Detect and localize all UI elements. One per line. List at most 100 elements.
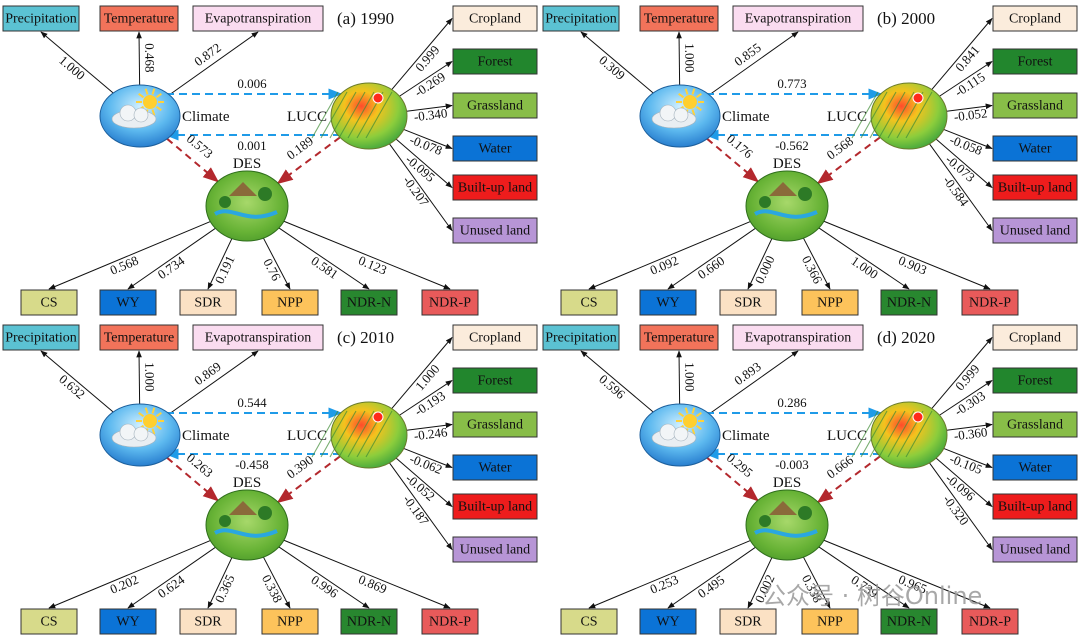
lucc-label: LUCC <box>287 428 327 444</box>
service-ndr-p-box <box>961 289 1019 316</box>
land-type-unused-land-label: Unused land <box>1000 224 1070 239</box>
service-sdr-box <box>179 289 237 316</box>
coef-des-cs: 0.092 <box>648 253 681 278</box>
climate-factor-precipitation-box <box>542 5 620 32</box>
arrow-des-sdr <box>207 557 233 609</box>
coef-lucc-grassland: -0.340 <box>413 105 448 124</box>
arrow-des-npp <box>802 556 831 609</box>
land-use-map-icon <box>311 91 393 139</box>
panel-title: (d) 2020 <box>877 328 935 347</box>
arrow-des-cs <box>48 221 211 290</box>
service-cs-box <box>20 608 78 635</box>
des-node <box>745 170 829 242</box>
arrow-lucc-forest <box>939 380 993 416</box>
service-ndr-n-box <box>880 289 938 316</box>
coef-climate-lucc-bottom: -0.003 <box>775 457 809 472</box>
arrow-lucc-unused-land <box>929 462 993 551</box>
service-cs-label: CS <box>580 296 597 311</box>
climate-label: Climate <box>182 109 230 125</box>
arrow-lucc-water <box>403 128 453 149</box>
land-type-cropland-label: Cropland <box>1009 331 1061 346</box>
climate-factor-precipitation-box <box>2 5 80 32</box>
service-wy-label: WY <box>656 615 679 630</box>
coef-des-npp: 0.76 <box>260 256 284 284</box>
sun-cloud-icon <box>111 407 164 448</box>
climate-factor-temperature-label: Temperature <box>104 12 175 27</box>
coef-des-wy: 0.495 <box>695 572 728 601</box>
climate-factor-precipitation-box <box>2 324 80 351</box>
service-sdr-label: SDR <box>734 296 762 311</box>
land-type-built-up-land-label: Built-up land <box>458 500 532 515</box>
land-use-map-icon <box>851 91 933 139</box>
coef-des-sdr: 0.191 <box>212 253 238 286</box>
land-use-map-icon <box>851 410 933 458</box>
land-type-water-box <box>992 454 1078 481</box>
arrow-des-ndr-n <box>818 546 910 609</box>
arrow-climate-evapotranspiration <box>169 31 259 96</box>
service-npp-label: NPP <box>817 296 843 311</box>
arrow-lucc-built-up-land <box>395 138 453 188</box>
arrow-lucc-water <box>943 447 993 468</box>
landscape-icon <box>754 501 818 538</box>
lucc-label: LUCC <box>827 109 867 125</box>
landscape-icon <box>754 182 818 219</box>
dashed-lucc-des <box>816 455 881 504</box>
land-type-unused-land-box <box>452 536 538 563</box>
land-type-unused-land-box <box>452 217 538 244</box>
watermark: 公众号 · 树谷Online <box>762 582 982 610</box>
land-type-unused-land-label: Unused land <box>460 224 530 239</box>
arrow-climate-temperature <box>676 350 682 405</box>
des-label: DES <box>773 475 801 491</box>
service-ndr-p-label: NDR-P <box>429 615 471 630</box>
land-type-grassland-box <box>992 411 1078 438</box>
coef-climate-lucc-top: 0.773 <box>777 76 806 91</box>
service-ndr-n-box <box>880 608 938 635</box>
service-npp-label: NPP <box>277 615 303 630</box>
service-ndr-n-label: NDR-N <box>347 615 391 630</box>
climate-factor-temperature-box <box>639 5 719 32</box>
land-type-grassland-label: Grassland <box>467 99 523 114</box>
arrow-lucc-cropland <box>391 17 453 90</box>
arrow-des-npp <box>802 237 831 290</box>
service-wy-box <box>99 289 157 316</box>
arrow-lucc-cropland <box>391 336 453 409</box>
service-sdr-label: SDR <box>734 615 762 630</box>
des-label: DES <box>233 156 261 172</box>
land-type-grassland-box <box>452 411 538 438</box>
des-label: DES <box>233 475 261 491</box>
coef-lucc-des: 0.666 <box>824 452 857 482</box>
land-type-unused-land-box <box>992 536 1078 563</box>
land-type-built-up-land-box <box>992 493 1078 520</box>
landscape-icon <box>214 182 278 219</box>
coef-climate-evapotranspiration: 0.869 <box>191 359 223 388</box>
arrow-climate-temperature <box>136 350 142 405</box>
service-ndr-n-box <box>340 608 398 635</box>
arrow-des-npp <box>262 556 291 609</box>
panel-1: (a) 19901.000Precipitation0.468Temperatu… <box>2 5 538 316</box>
coef-des-sdr: 0.365 <box>212 572 238 605</box>
panel-title: (a) 1990 <box>337 9 394 28</box>
coef-des-ndr-n: 0.996 <box>308 572 341 601</box>
coef-climate-lucc-top: 0.544 <box>237 395 267 410</box>
land-type-forest-box <box>452 48 538 75</box>
des-label: DES <box>773 156 801 172</box>
land-type-water-box <box>452 454 538 481</box>
land-type-forest-box <box>992 48 1078 75</box>
land-type-forest-box <box>452 367 538 394</box>
arrow-climate-evapotranspiration <box>169 350 259 415</box>
arrow-climate-precipitation <box>580 31 654 94</box>
arrow-des-ndr-p <box>823 539 991 609</box>
arrow-lucc-built-up-land <box>935 457 993 507</box>
service-npp-box <box>261 608 319 635</box>
land-type-cropland-box <box>452 324 538 351</box>
coef-lucc-des: 0.568 <box>824 133 856 162</box>
climate-factor-evapotranspiration-box <box>192 5 324 32</box>
climate-label: Climate <box>182 428 230 444</box>
sun-cloud-icon <box>651 88 704 129</box>
land-type-cropland-label: Cropland <box>469 12 521 27</box>
service-cs-label: CS <box>40 296 57 311</box>
dashed-lucc-des <box>816 136 881 185</box>
coef-climate-precipitation: 1.000 <box>56 52 88 82</box>
service-npp-box <box>261 289 319 316</box>
arrow-des-sdr <box>207 238 233 290</box>
